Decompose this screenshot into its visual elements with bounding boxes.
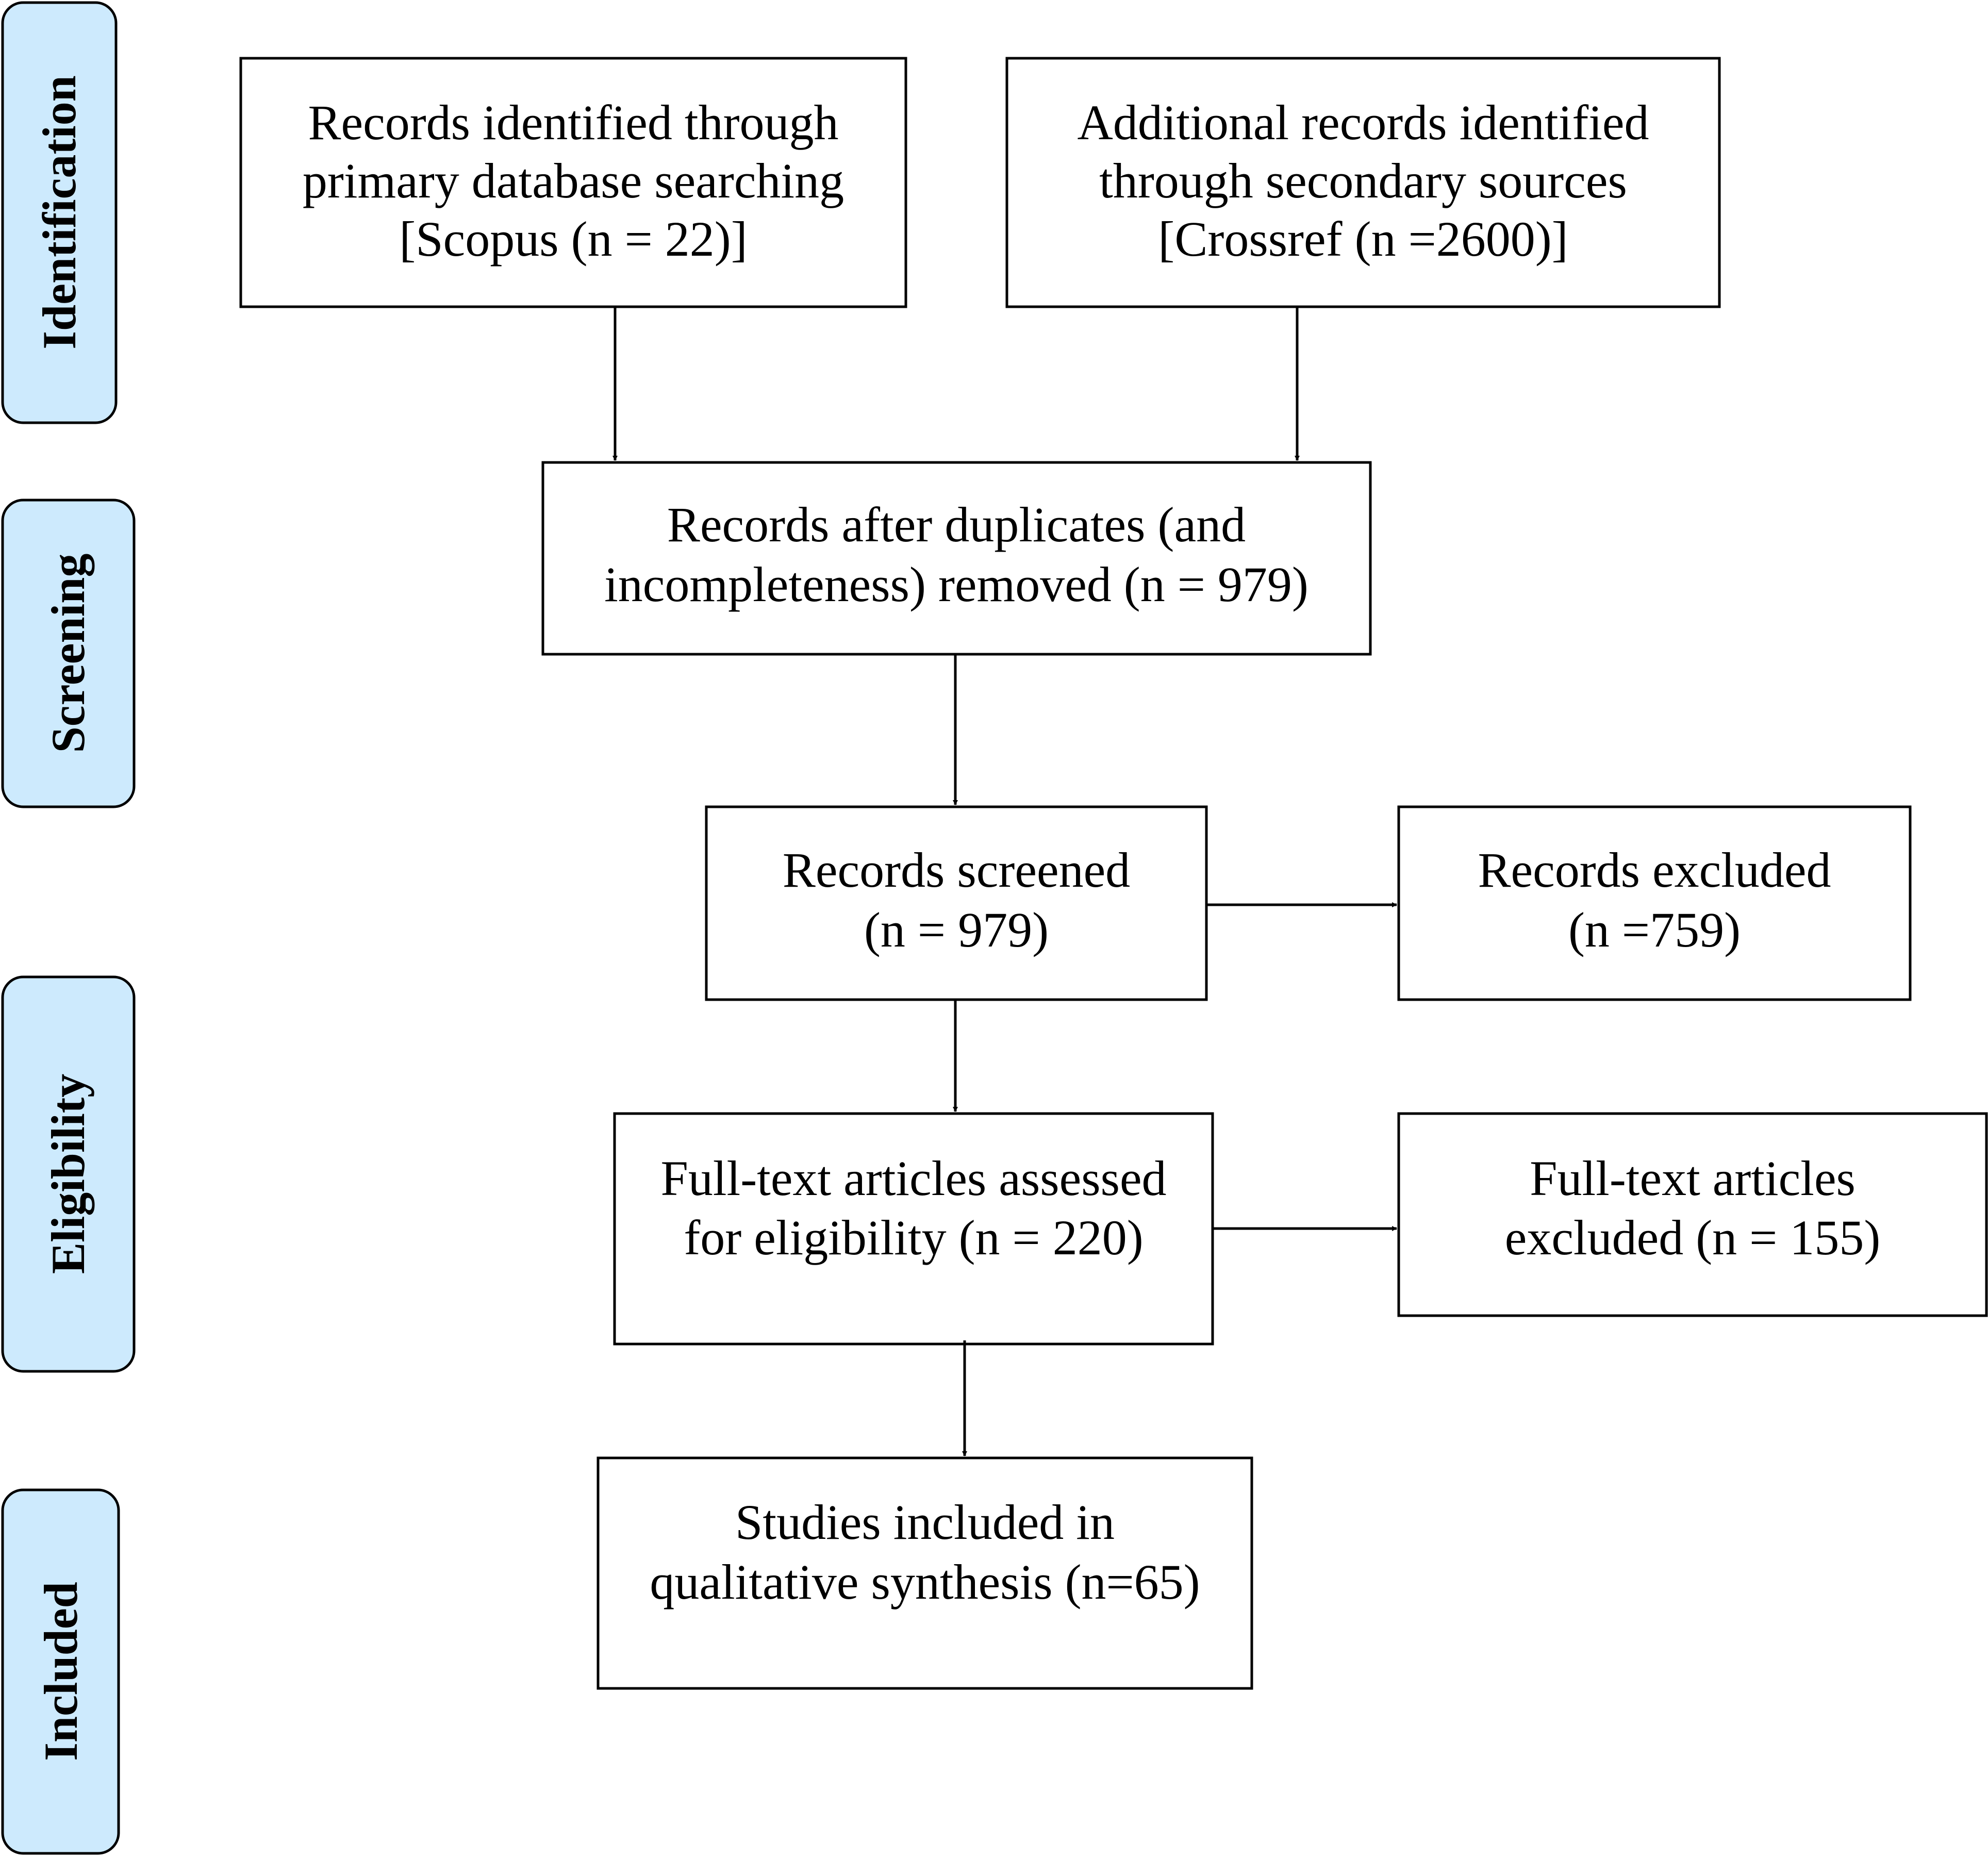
stage-screening-box bbox=[1, 499, 136, 808]
stage-screening: Screening bbox=[1, 499, 136, 808]
box-secondary-records-line-2: through secondary sources bbox=[1099, 153, 1627, 208]
box-screened-frame bbox=[705, 805, 1208, 1001]
box-deduplicated-line-1: Records after duplicates (and bbox=[667, 497, 1246, 552]
stage-eligibility-label: Eligibility bbox=[42, 1074, 94, 1274]
box-fulltext-assessed: Full-text articles assessed for eligibil… bbox=[613, 1112, 1214, 1346]
stage-identification-box bbox=[1, 1, 118, 424]
stage-eligibility: Eligibility bbox=[1, 975, 136, 1373]
stage-screening-label: Screening bbox=[42, 554, 94, 753]
stage-identification: Identification bbox=[1, 1, 118, 424]
box-excluded: Records excluded (n =759) bbox=[1397, 805, 1912, 1001]
box-secondary-records-line-3: [Crossref (n =2600)] bbox=[1158, 211, 1568, 267]
box-fulltext-assessed-frame bbox=[613, 1112, 1214, 1346]
box-fulltext-excluded-line-2: excluded (n = 155) bbox=[1505, 1210, 1881, 1265]
box-excluded-line-1: Records excluded bbox=[1478, 842, 1831, 898]
box-secondary-records: Additional records identified through se… bbox=[1005, 57, 1721, 308]
box-fulltext-excluded-frame bbox=[1397, 1112, 1988, 1317]
box-primary-records: Records identified through primary datab… bbox=[239, 57, 907, 308]
box-screened-line-2: (n = 979) bbox=[864, 902, 1049, 957]
box-primary-records-line-2: primary database searching bbox=[303, 153, 844, 208]
box-fulltext-excluded-line-1: Full-text articles bbox=[1530, 1151, 1856, 1206]
stage-identification-label: Identification bbox=[33, 75, 86, 350]
box-deduplicated: Records after duplicates (and incomplete… bbox=[541, 461, 1372, 656]
box-primary-records-line-1: Records identified through bbox=[308, 95, 838, 150]
box-fulltext-assessed-line-2: for eligibility (n = 220) bbox=[684, 1210, 1143, 1265]
stage-included: Included bbox=[1, 1488, 120, 1855]
stage-eligibility-box bbox=[1, 975, 136, 1373]
box-studies-included-line-2: qualitative synthesis (n=65) bbox=[650, 1554, 1200, 1610]
box-fulltext-excluded: Full-text articles excluded (n = 155) bbox=[1397, 1112, 1988, 1317]
box-deduplicated-frame bbox=[541, 461, 1372, 656]
box-primary-records-frame bbox=[239, 57, 907, 308]
stage-included-box bbox=[1, 1488, 120, 1855]
box-studies-included-line-1: Studies included in bbox=[735, 1495, 1115, 1550]
box-excluded-frame bbox=[1397, 805, 1912, 1001]
box-secondary-records-line-1: Additional records identified bbox=[1077, 95, 1649, 150]
box-studies-included: Studies included in qualitative synthesi… bbox=[597, 1456, 1253, 1690]
box-screened-line-1: Records screened bbox=[783, 842, 1130, 898]
box-secondary-records-frame bbox=[1005, 57, 1721, 308]
stage-included-label: Included bbox=[35, 1582, 87, 1761]
box-screened: Records screened (n = 979) bbox=[705, 805, 1208, 1001]
box-primary-records-line-3: [Scopus (n = 22)] bbox=[399, 211, 747, 267]
box-studies-included-frame bbox=[597, 1456, 1253, 1690]
box-deduplicated-line-2: incompleteness) removed (n = 979) bbox=[604, 557, 1308, 612]
box-excluded-line-2: (n =759) bbox=[1568, 902, 1741, 957]
box-fulltext-assessed-line-1: Full-text articles assessed bbox=[660, 1151, 1166, 1206]
